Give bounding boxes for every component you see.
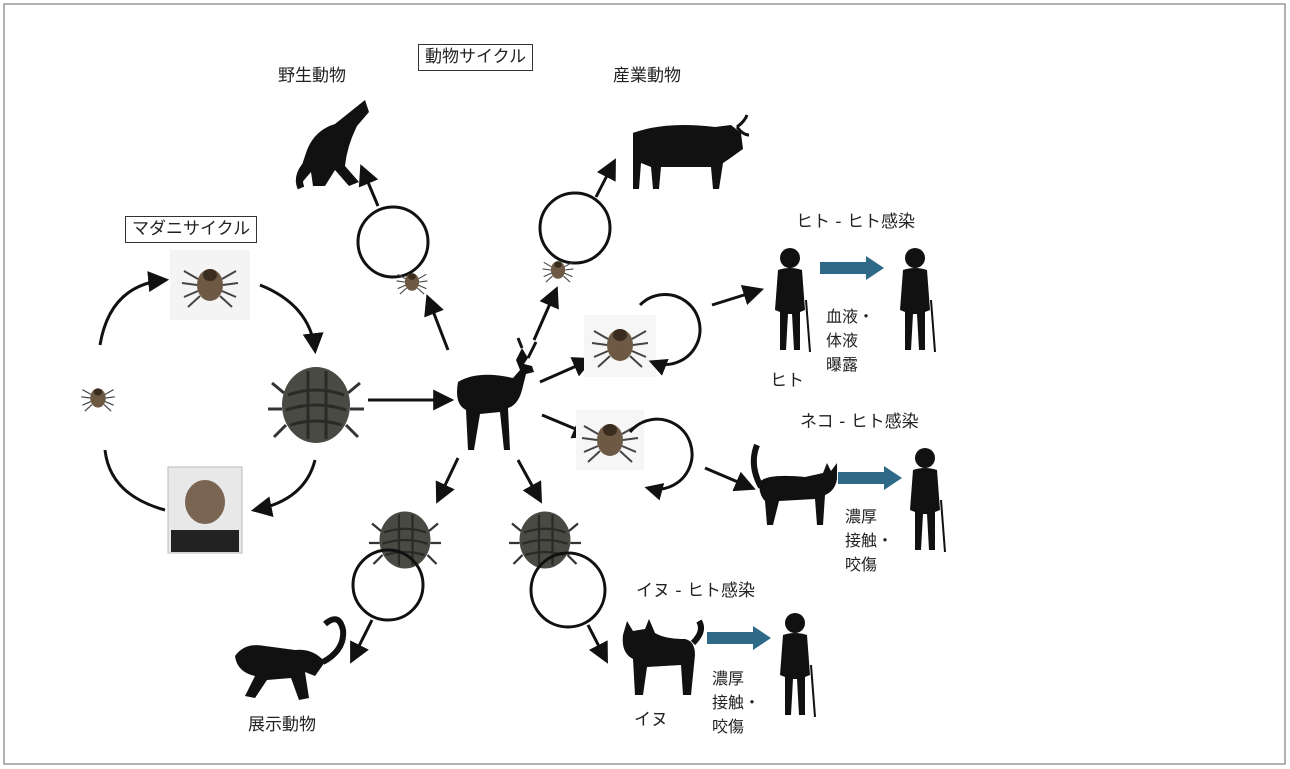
wild-loop (356, 205, 430, 279)
arrow-loop-to-wild (358, 164, 380, 207)
tick-cycle-arrow-1 (98, 271, 170, 346)
dog-label: イヌ (634, 710, 668, 730)
arrow-loop-to-cat (704, 466, 756, 492)
arrow-deer-to-wild-tick (424, 294, 450, 351)
human-cycle (539, 247, 936, 384)
dog-cycle (507, 459, 816, 718)
arrow-loop-to-dog (586, 624, 608, 664)
deer-silhouette (457, 337, 538, 450)
cat-transmission-arrow (838, 472, 886, 484)
blood-exposure-line-2: 体液 (826, 331, 859, 350)
dog-route-line-3: 咬傷 (712, 717, 745, 736)
human-transmission-arrow (820, 262, 868, 274)
exhibit-cycle (235, 457, 460, 700)
blood-exposure-line-3: 曝露 (826, 355, 859, 374)
livestock-label: 産業動物 (613, 66, 681, 86)
tick-cycle (80, 250, 366, 554)
tick-cycle-arrow-4 (103, 449, 166, 512)
arrow-deer-to-exhibit-tick (435, 457, 460, 504)
outer-frame (3, 3, 1286, 765)
human-silhouette (774, 247, 811, 353)
cat-loop (628, 417, 694, 501)
arrow-loop-to-livestock (594, 158, 616, 198)
cat-tick-image (576, 410, 644, 470)
wild-tick-image (396, 272, 428, 295)
dog-human-label: イヌ - ヒト感染 (636, 581, 755, 601)
tick-egg-laying-image (167, 466, 243, 554)
cat-silhouette (750, 443, 837, 525)
tick-cycle-title: マダニサイクル (125, 216, 258, 243)
arrow-deer-to-human-tick (539, 357, 594, 384)
cow-silhouette (633, 114, 750, 189)
arrow-deer-to-livestock-tick (532, 286, 559, 341)
human-loop (638, 293, 702, 376)
dog-recipient-silhouette (779, 612, 816, 718)
tick-cycle-arrow-2 (259, 283, 324, 355)
dog-route-line-2: 接触・ (712, 693, 761, 712)
raccoon-silhouette (295, 100, 369, 190)
tick-engorged-image (266, 365, 366, 445)
dog-transmission-arrow (707, 632, 755, 644)
arrow-loop-to-exhibit (350, 619, 374, 664)
livestock-loop (538, 191, 612, 265)
lemur-silhouette (235, 616, 347, 700)
cat-human-label: ネコ - ヒト感染 (800, 412, 919, 432)
livestock-tick-image (542, 260, 574, 283)
tick-larva-image (80, 387, 116, 412)
human-label: ヒト (770, 371, 804, 391)
cat-route-line-2: 接触・ (845, 531, 894, 550)
cat-route-line-3: 咬傷 (845, 555, 878, 574)
cat-cycle (541, 410, 946, 553)
dog-loop (529, 551, 607, 629)
exhibit-animal-label: 展示動物 (248, 715, 316, 735)
human-recipient-silhouette (899, 247, 936, 353)
blood-exposure-line-1: 血液・ (826, 307, 875, 326)
exhibit-tick-image (367, 510, 443, 570)
dog-route-line-1: 濃厚 (712, 669, 745, 688)
animal-cycle-title: 動物サイクル (418, 44, 534, 71)
livestock-cycle (532, 114, 750, 341)
arrow-loop-to-human (711, 284, 765, 307)
tick-adult-image (170, 250, 250, 320)
cat-recipient-silhouette (909, 447, 946, 553)
tick-cycle-arrow-3 (250, 459, 317, 517)
dog-silhouette (622, 619, 704, 695)
cat-route-line-1: 濃厚 (845, 507, 878, 526)
exhibit-loop (351, 548, 425, 622)
human-tick-image (584, 315, 656, 377)
wild-animal-cycle (295, 100, 450, 351)
arrow-deer-to-dog-tick (516, 459, 543, 504)
wild-animal-label: 野生動物 (278, 66, 346, 86)
human-human-label: ヒト - ヒト感染 (796, 212, 915, 232)
